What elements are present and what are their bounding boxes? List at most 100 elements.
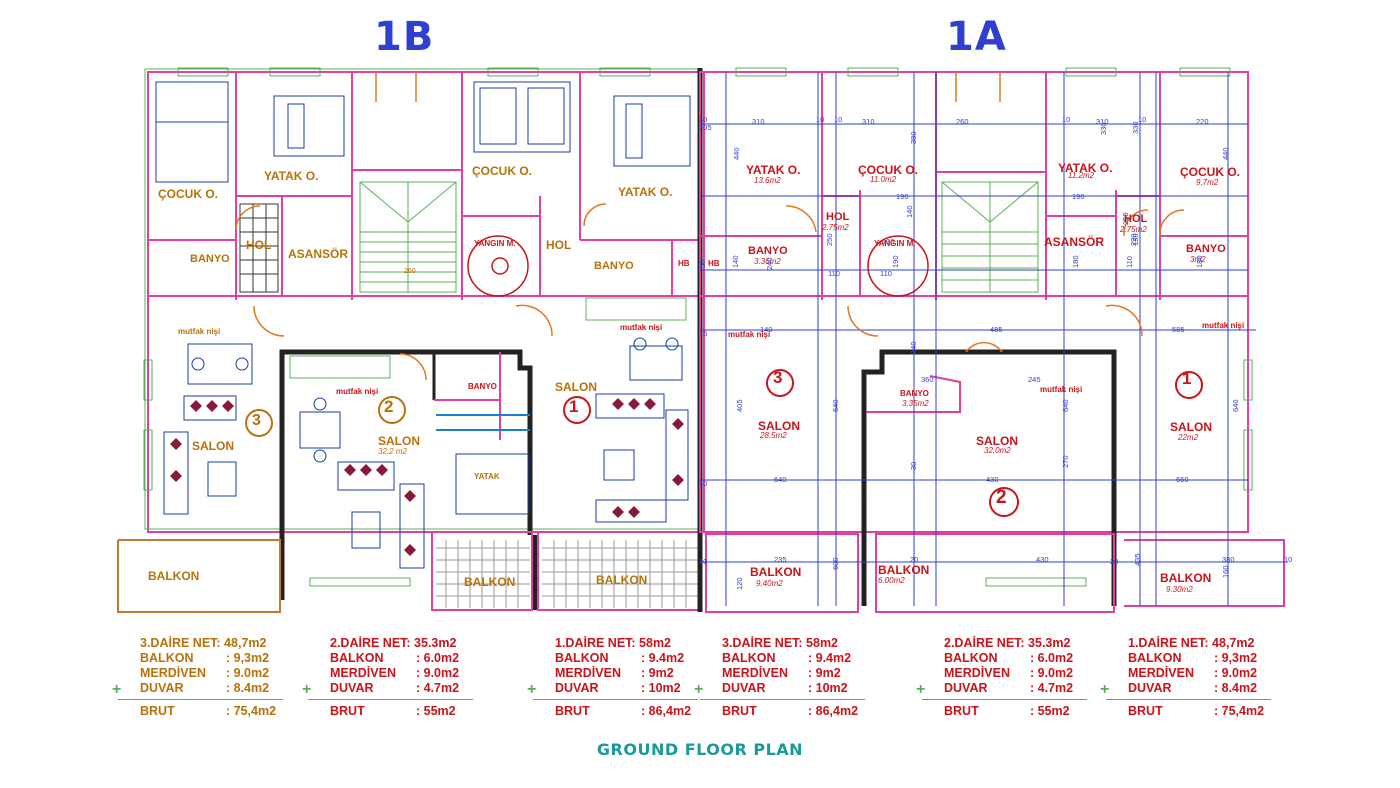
dimension-value: 190 <box>891 255 900 268</box>
dimension-value: 240 <box>765 257 774 270</box>
room-label-hol-1-area: 2.75m2 <box>822 223 849 232</box>
dimension-value: 10 <box>1062 115 1071 124</box>
dimension-value: 50 <box>698 259 707 268</box>
summary-net: 2.DAİRE NET: 35.3m2 <box>330 636 457 650</box>
room-label-salon-2-area: 32.0m2 <box>984 446 1011 455</box>
room-label-mutfak-nisi-a: mutfak nişi <box>728 330 771 339</box>
dimension-value: 330 <box>1099 122 1108 135</box>
dimension-value: 310 <box>862 117 875 126</box>
dimension-value: 640 <box>831 399 840 412</box>
room-label-hol-1: HOL <box>826 211 850 223</box>
room-label-asansor: ASANSÖR <box>1044 235 1105 249</box>
dimension-value: 245 <box>1028 375 1041 384</box>
summary-merdiven: MERDİVEN: 9m2 <box>555 666 674 680</box>
room-label-balkon-3: BALKON <box>148 569 200 583</box>
room-label-salon-1: SALON <box>555 380 597 394</box>
plus-sign: + <box>1100 681 1110 698</box>
room-label-hol-2: HOL <box>1124 213 1148 225</box>
room-label-mutfak-nisi-c: mutfak nişi <box>1202 321 1245 330</box>
room-label-yatak-o-mid: YATAK O. <box>618 185 673 199</box>
summary-brut: BRUT: 75,4m2 <box>1128 704 1265 718</box>
summary-brut: BRUT: 55m2 <box>944 704 1070 718</box>
room-label-banyo-2: BANYO <box>468 382 497 391</box>
room-label-cocuk-o-left: ÇOCUK O. <box>158 187 218 201</box>
room-label-balkon-1: BALKON <box>596 573 648 587</box>
dimension-value: 360 <box>921 375 934 384</box>
summary-balkon: BALKON: 9.4m2 <box>722 651 852 665</box>
room-label-banyo-2-area: 3m2 <box>1190 255 1206 264</box>
dimension-value: 10 <box>1138 115 1147 124</box>
dimension-value: 330 <box>1131 121 1140 134</box>
block-1a-stairs <box>941 181 1039 293</box>
room-label-unit-2: 2 <box>384 397 394 416</box>
room-label-yangin-m: YANGIN M. <box>874 239 916 248</box>
room-label-salon-1: SALON <box>1170 420 1212 434</box>
block-1b-doors <box>235 72 607 381</box>
block-1a-title: 1A <box>946 14 1007 60</box>
dimension-value: 140 <box>731 255 740 268</box>
plus-sign: + <box>916 681 926 698</box>
summary-net: 3.DAİRE NET: 58m2 <box>722 636 839 650</box>
summary-duvar: DUVAR: 4.7m2 <box>944 681 1074 695</box>
room-label-balkon-2: BALKON <box>464 575 516 589</box>
dimension-value: 235 <box>774 555 787 564</box>
room-label-banyo-c: BANYO <box>900 389 929 398</box>
room-label-unit-1: 1 <box>1182 369 1192 388</box>
plus-sign: + <box>302 681 312 698</box>
dimension-value: 130 <box>882 237 895 246</box>
room-label-cocuk-o-mid: ÇOCUK O. <box>472 164 532 178</box>
summary-balkon: BALKON: 9.4m2 <box>555 651 685 665</box>
room-label-yatak-o-2-area: 11.2m2 <box>1068 171 1095 180</box>
room-label-hol-mid: HOL <box>546 238 572 252</box>
summary-brut: BRUT: 75,4m2 <box>140 704 277 718</box>
room-label-mutfak-nisi-1: mutfak nişi <box>620 323 663 332</box>
dimension-value: 310 <box>752 117 765 126</box>
room-label-yatak-2: YATAK <box>474 472 500 481</box>
summary-duvar: DUVAR: 4.7m2 <box>330 681 460 695</box>
dimension-value: 10 <box>834 115 843 124</box>
summary-brut: BRUT: 86,4m2 <box>555 704 692 718</box>
dimension-grid <box>700 72 1288 606</box>
balcony-tiles <box>436 540 698 608</box>
dimension-value: 220 <box>1129 233 1138 246</box>
room-label-hb2: HB <box>708 259 720 268</box>
dimension-value: 30 <box>909 461 918 470</box>
dimension-value: 340 <box>909 341 918 354</box>
room-label-salon-3-area: 28.5m2 <box>760 431 787 440</box>
dimension-value: 15 <box>699 329 708 338</box>
dimension-value: 30 <box>699 479 708 488</box>
summary-net: 3.DAİRE NET: 48,7m2 <box>140 636 267 650</box>
sum-rule <box>1106 699 1271 700</box>
summary-net: 1.DAİRE NET: 48,7m2 <box>1128 636 1255 650</box>
room-label-salon-3: SALON <box>192 439 234 453</box>
dimension-value: 600 <box>831 557 840 570</box>
summary-balkon: BALKON: 6.0m2 <box>944 651 1074 665</box>
room-label-area-2: 32.2 m2 <box>378 447 407 456</box>
dimension-value: 430 <box>1036 555 1049 564</box>
dimension-value: 190 <box>896 192 909 201</box>
summary-duvar: DUVAR: 8.4m2 <box>140 681 270 695</box>
summary-net: 1.DAİRE NET: 58m2 <box>555 636 672 650</box>
dimension-value: 270 <box>1061 455 1070 468</box>
dimension-value: 310 <box>1096 117 1109 126</box>
summary-balkon: BALKON: 6.0m2 <box>330 651 460 665</box>
dimension-value: 10 <box>816 115 825 124</box>
summary-merdiven: MERDİVEN: 9m2 <box>722 666 841 680</box>
room-label-salon-2: SALON <box>378 434 420 448</box>
room-label-unit-3: 3 <box>252 412 261 429</box>
room-label-unit-1: 1 <box>569 397 579 416</box>
summary-merdiven: MERDİVEN: 9.0m2 <box>330 666 460 680</box>
sum-rule <box>700 699 865 700</box>
room-label-cocuk-o-1: ÇOCUK O. <box>858 163 918 177</box>
dimension-value: 180 <box>1195 255 1204 268</box>
block-1b-walls <box>117 67 705 613</box>
dimension-value: 250 <box>825 233 834 246</box>
dimension-value: 120 <box>735 577 744 590</box>
dimension-value: 440 <box>732 147 741 160</box>
block-1b-stairs <box>359 181 457 293</box>
plus-sign: + <box>112 681 122 698</box>
